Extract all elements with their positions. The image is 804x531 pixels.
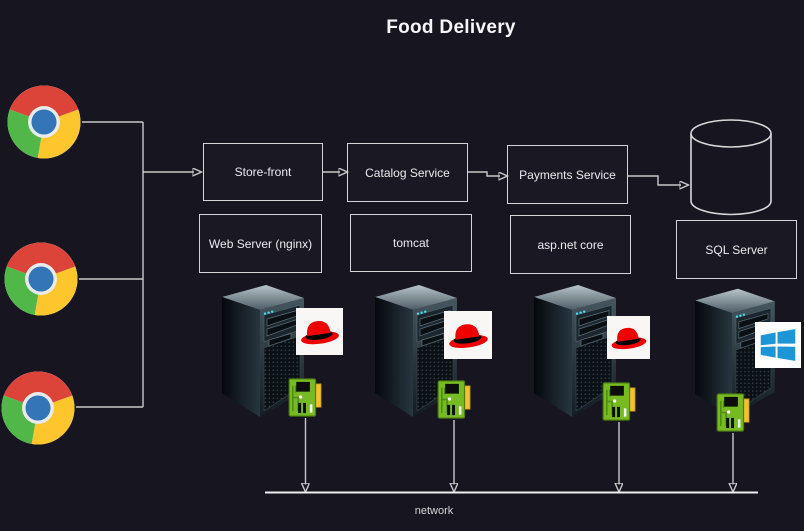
- network-adapter-icon[interactable]: [602, 381, 636, 422]
- arrow-catalog-to-payments: [468, 171, 500, 176]
- network-adapter-icon[interactable]: [437, 379, 471, 420]
- server-label: SQL Server: [705, 242, 768, 257]
- chrome-browser-icon[interactable]: [6, 84, 82, 160]
- service-label: Catalog Service: [365, 165, 450, 180]
- redhat-icon[interactable]: [444, 311, 492, 359]
- redhat-icon[interactable]: [296, 308, 343, 355]
- service-label: Payments Service: [519, 167, 616, 182]
- diagram-title: Food Delivery: [386, 17, 516, 38]
- windows-icon[interactable]: [754, 322, 802, 368]
- server-label: Web Server (nginx): [208, 236, 313, 251]
- chrome-browser-icon[interactable]: [3, 241, 79, 317]
- server-node-web-server-nginx[interactable]: Web Server (nginx): [199, 214, 322, 273]
- chrome-browser-icon[interactable]: [0, 370, 76, 446]
- server-label: asp.net core: [537, 237, 604, 252]
- network-adapter-icon[interactable]: [288, 377, 322, 418]
- service-node-store-front[interactable]: Store-front: [203, 143, 323, 201]
- service-node-payments-service[interactable]: Payments Service: [507, 145, 628, 204]
- server-node-sql-server[interactable]: SQL Server: [676, 220, 797, 279]
- redhat-icon[interactable]: [607, 316, 650, 359]
- network-label: network: [414, 505, 454, 517]
- arrow-payments-to-database: [628, 175, 681, 185]
- database-cylinder-icon[interactable]: [689, 118, 773, 216]
- server-label: tomcat: [392, 236, 429, 250]
- server-node-tomcat[interactable]: tomcat: [350, 214, 472, 272]
- service-node-catalog-service[interactable]: Catalog Service: [347, 143, 468, 202]
- network-adapter-icon[interactable]: [716, 392, 750, 433]
- service-label: Store-front: [234, 165, 292, 179]
- server-node-aspnet-core[interactable]: asp.net core: [510, 215, 631, 274]
